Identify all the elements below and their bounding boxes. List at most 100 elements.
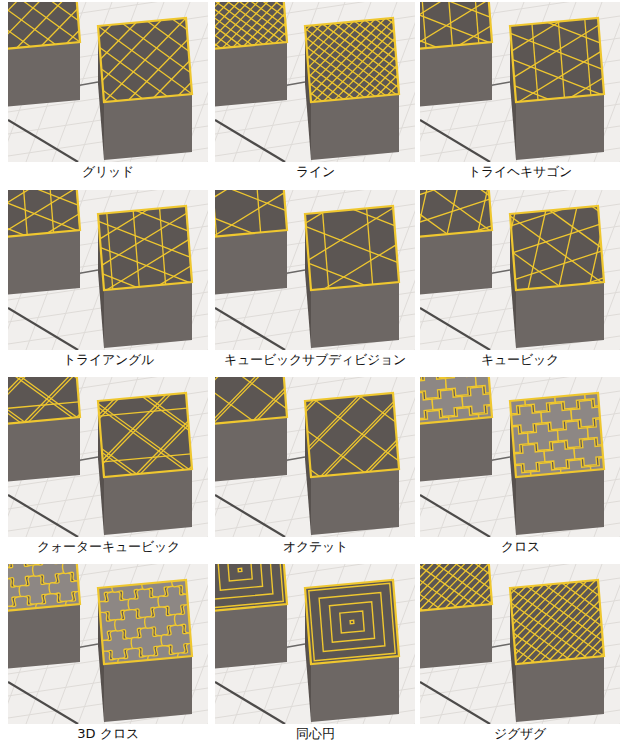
infill-line xyxy=(309,396,362,450)
plate-line xyxy=(420,495,490,537)
cube-wall xyxy=(510,206,604,290)
cube-front xyxy=(215,230,287,296)
infill-line xyxy=(143,397,189,430)
plate-line xyxy=(215,682,285,724)
infill-pattern xyxy=(52,564,208,683)
infill-line xyxy=(511,603,586,658)
infill-line xyxy=(306,38,385,95)
pattern-name: クロス xyxy=(420,539,620,555)
cube-front xyxy=(104,94,192,160)
cube-front xyxy=(516,94,604,160)
infill-shape xyxy=(478,377,509,396)
cube-front xyxy=(516,469,604,535)
pattern-name: ジグザグ xyxy=(420,726,620,742)
plate-line xyxy=(420,120,490,162)
infill-line xyxy=(215,22,231,47)
infill-line xyxy=(222,2,285,17)
infill-shape xyxy=(217,564,262,590)
infill-line xyxy=(548,23,600,43)
cube-front xyxy=(420,604,492,670)
infill-line xyxy=(436,564,488,609)
cube-top xyxy=(420,564,492,612)
cube-front xyxy=(420,417,492,483)
infill-line xyxy=(365,21,395,42)
infill-shape xyxy=(58,654,91,683)
cube-wall xyxy=(8,377,80,425)
infill-shape xyxy=(215,564,283,609)
cube-front xyxy=(311,94,399,160)
cube-front xyxy=(516,282,604,348)
infill-panel xyxy=(204,402,624,747)
infill-line xyxy=(519,52,601,102)
cube-front xyxy=(420,230,492,296)
cube-top xyxy=(8,2,80,50)
infill-line xyxy=(8,222,24,235)
cube-top xyxy=(215,564,287,612)
cube-front xyxy=(8,42,80,108)
infill-line xyxy=(215,2,273,43)
infill-shape xyxy=(95,564,128,582)
infill-shape xyxy=(481,408,512,435)
infill-line xyxy=(420,190,487,201)
infill-line xyxy=(558,22,564,98)
infill-pattern xyxy=(215,564,283,609)
infill-line xyxy=(355,21,396,51)
infill-shape xyxy=(614,377,620,404)
infill-line xyxy=(376,20,394,33)
infill-line xyxy=(136,211,188,231)
infill-shape xyxy=(208,640,209,669)
infill-line xyxy=(420,564,492,604)
cube-front xyxy=(311,282,399,348)
infill-line xyxy=(133,211,139,287)
infill-line xyxy=(8,377,77,417)
infill-shape xyxy=(228,564,252,581)
infill-shape xyxy=(92,564,125,578)
infill-line xyxy=(354,210,395,226)
infill-shape xyxy=(471,468,502,495)
plate-line xyxy=(8,120,78,162)
infill-line xyxy=(8,196,77,231)
infill-line xyxy=(99,407,185,469)
cube-wall xyxy=(98,206,192,290)
infill-pattern xyxy=(420,190,492,238)
infill-shape xyxy=(188,583,208,612)
cube-wall xyxy=(98,580,192,664)
cube-top xyxy=(305,206,399,290)
infill-line xyxy=(323,24,398,78)
cube-top xyxy=(305,580,399,664)
infill-shape xyxy=(508,377,539,394)
infill-shape xyxy=(238,568,242,571)
infill-line xyxy=(215,377,282,424)
plate-line xyxy=(215,495,285,537)
infill-shape xyxy=(468,429,499,456)
infill-line xyxy=(420,564,431,565)
infill-line xyxy=(100,47,167,96)
infill-line xyxy=(215,379,252,420)
infill-line xyxy=(420,581,440,609)
infill-shape xyxy=(155,564,188,576)
infill-shape xyxy=(604,436,620,463)
pattern-name: トライヘキサゴン xyxy=(420,164,620,180)
infill-line xyxy=(215,211,252,233)
infill-line xyxy=(420,8,489,43)
infill-line xyxy=(99,408,187,416)
infill-shape xyxy=(340,611,364,633)
cube-wall xyxy=(8,564,80,612)
infill-line xyxy=(514,633,552,661)
infill-line xyxy=(309,396,359,447)
infill-line xyxy=(48,190,54,232)
cube-top xyxy=(305,393,399,477)
infill-line xyxy=(103,274,136,287)
infill-line xyxy=(590,237,600,283)
infill-shape xyxy=(617,415,620,442)
infill-line xyxy=(527,586,602,641)
cube-wall xyxy=(305,393,399,477)
infill-line xyxy=(215,377,250,398)
plate-line xyxy=(8,682,78,724)
infill-line xyxy=(307,56,364,97)
infill-shape xyxy=(319,593,385,652)
plate-line xyxy=(420,682,490,724)
cube-wall xyxy=(215,564,287,612)
cube-top xyxy=(98,18,192,102)
